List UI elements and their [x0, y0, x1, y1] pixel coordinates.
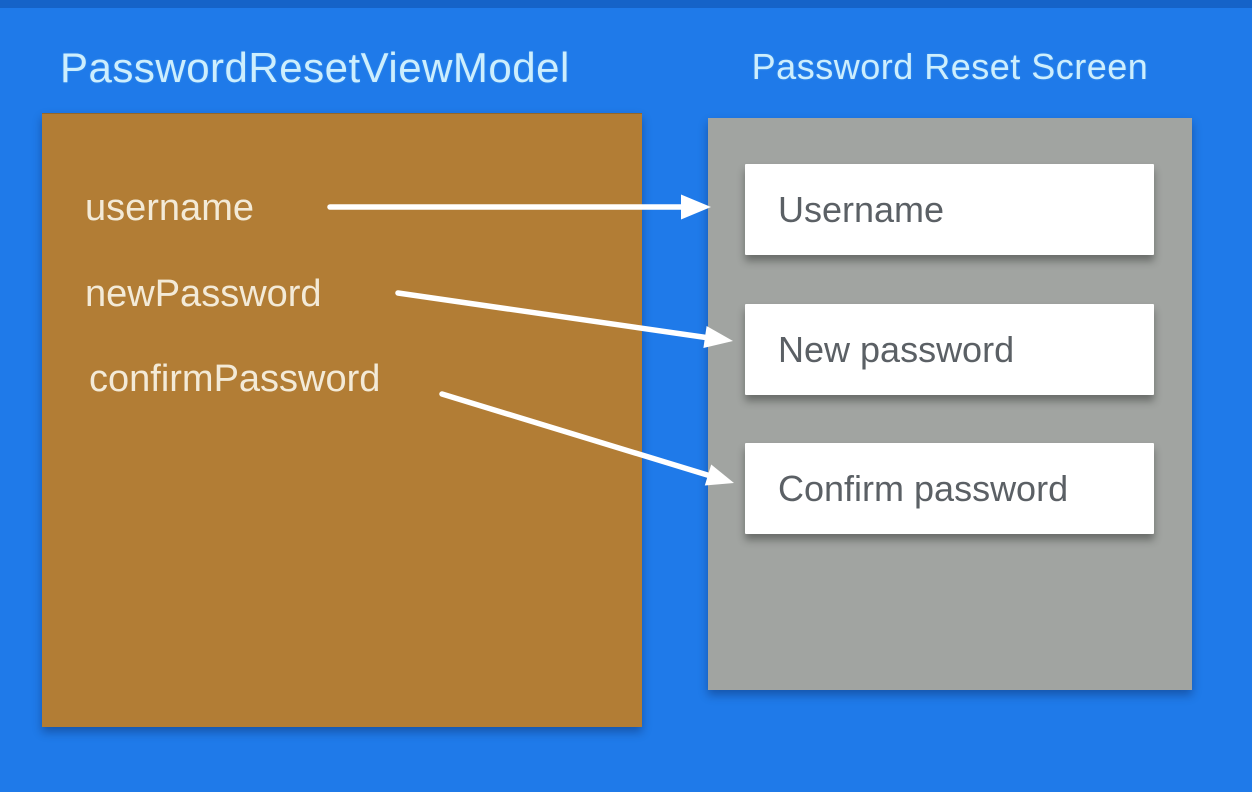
password-reset-screen-box: Username New password Confirm password	[708, 118, 1192, 690]
viewmodel-property-confirm-password: confirmPassword	[89, 358, 381, 400]
username-field[interactable]: Username	[745, 164, 1154, 255]
viewmodel-title: PasswordResetViewModel	[60, 44, 570, 91]
new-password-field[interactable]: New password	[745, 304, 1154, 395]
viewmodel-property-username: username	[85, 187, 254, 229]
confirm-password-field[interactable]: Confirm password	[745, 443, 1154, 534]
viewmodel-property-new-password: newPassword	[85, 273, 322, 315]
screen-title: Password Reset Screen	[751, 46, 1149, 87]
viewmodel-box: username newPassword confirmPassword	[42, 113, 642, 727]
top-strip	[0, 0, 1252, 8]
